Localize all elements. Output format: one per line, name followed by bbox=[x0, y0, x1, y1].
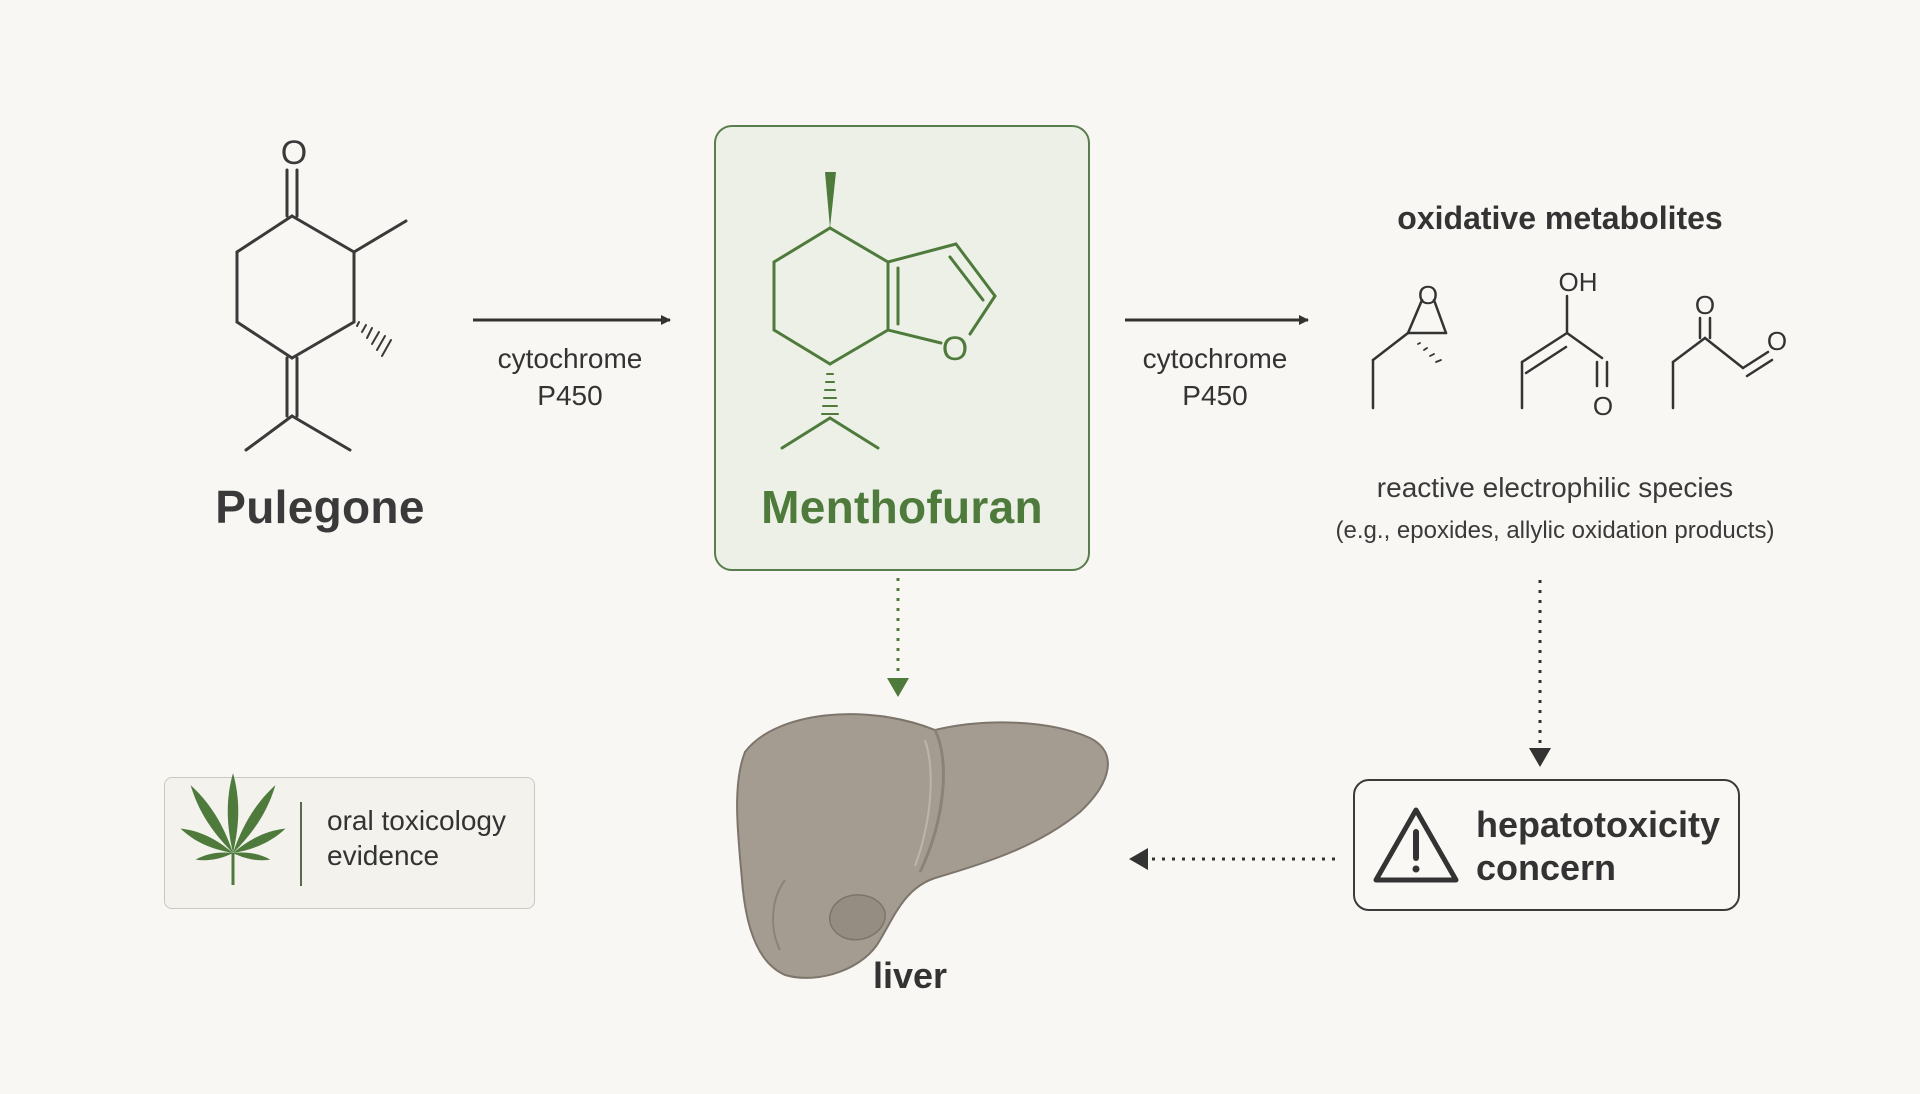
enol-structure bbox=[1520, 294, 1609, 410]
evidence-text: oral toxicology evidence bbox=[327, 803, 506, 873]
enol-oh-label: OH bbox=[1559, 267, 1598, 297]
hepatotoxicity-line1: hepatotoxicity bbox=[1476, 804, 1721, 845]
step1-enzyme-line2: P450 bbox=[537, 380, 603, 411]
pulegone-label: Pulegone bbox=[215, 481, 425, 533]
menthofuran-oxygen-label: O bbox=[942, 330, 968, 368]
evidence-line1: oral toxicology bbox=[327, 805, 506, 836]
step1-enzyme-line1: cytochrome bbox=[497, 343, 643, 374]
menthofuran-to-liver-arrowhead bbox=[887, 678, 909, 697]
hepatotoxicity-to-liver-arrowhead bbox=[1129, 848, 1148, 870]
hepatotoxicity-text: hepatotoxicity concern bbox=[1476, 803, 1720, 889]
epoxide-structure bbox=[1371, 298, 1448, 410]
hepatotoxicity-line2: concern bbox=[1476, 847, 1617, 888]
evidence-line2: evidence bbox=[327, 840, 440, 871]
metabolites-to-hepatotoxicity-arrowhead bbox=[1529, 748, 1551, 767]
evidence-divider bbox=[300, 802, 302, 886]
menthofuran-label: Menthofuran bbox=[761, 481, 1043, 533]
metabolites-examples: (e.g., epoxides, allylic oxidation produ… bbox=[1335, 517, 1775, 544]
pulegone-structure bbox=[235, 168, 408, 452]
liver-icon bbox=[736, 713, 1109, 979]
pulegone-oxygen-label: O bbox=[281, 134, 307, 172]
menthofuran-structure bbox=[772, 172, 997, 450]
liver-label: liver bbox=[872, 955, 948, 996]
cannabis-leaf-icon bbox=[180, 773, 286, 885]
dicarbonyl-oxygen-label-1: O bbox=[1695, 290, 1715, 320]
dicarbonyl-oxygen-label-2: O bbox=[1767, 326, 1787, 356]
warning-triangle-icon bbox=[1373, 807, 1459, 883]
step2-enzyme-line2: P450 bbox=[1182, 380, 1248, 411]
enol-oxygen-label: O bbox=[1593, 391, 1613, 421]
step2-enzyme-line1: cytochrome bbox=[1142, 343, 1288, 374]
metabolites-description: reactive electrophilic species bbox=[1376, 472, 1734, 503]
epoxide-oxygen-label: O bbox=[1418, 280, 1438, 310]
metabolites-heading: oxidative metabolites bbox=[1397, 200, 1723, 236]
dicarbonyl-structure bbox=[1671, 316, 1774, 410]
